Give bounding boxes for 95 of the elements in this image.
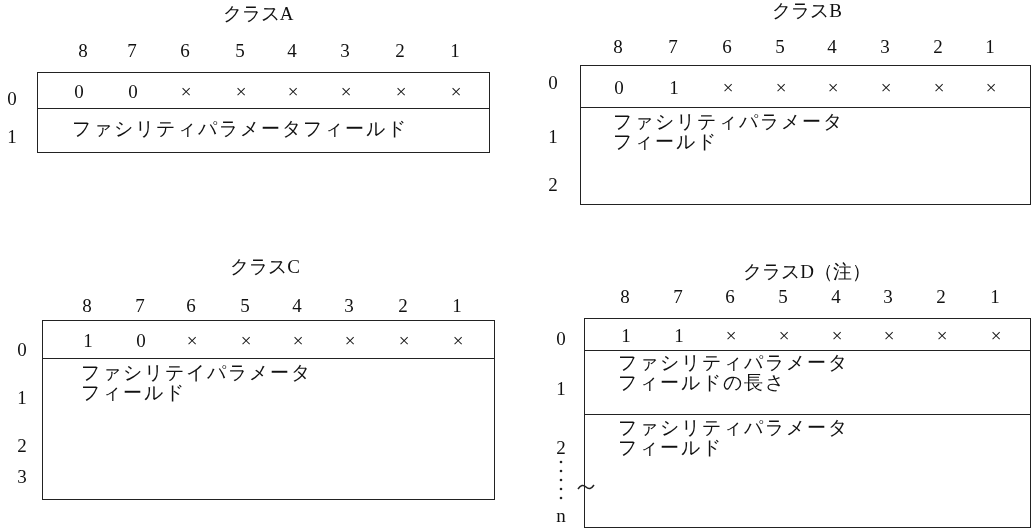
bit-value: 1 [621,325,631,344]
field-row [584,350,1031,415]
bit-value: × [880,77,892,96]
bit-value: 0 [128,81,138,100]
bit-number: 6 [722,36,732,56]
bit-value: × [235,81,247,100]
bit-value: × [240,330,252,349]
bit-number: 2 [936,286,946,306]
bit-number: 3 [880,36,890,56]
bit-number: 6 [180,40,190,60]
bit-value: × [287,81,299,100]
octet-row [37,72,490,109]
bit-number: 1 [452,295,462,315]
bit-value: × [936,325,948,344]
row-number: 1 [7,126,17,146]
bit-value: × [985,77,997,96]
bit-number: 4 [827,36,837,56]
bit-value: × [990,325,1002,344]
bit-number: 8 [613,36,623,56]
bit-value: × [340,81,352,100]
bit-number: 4 [831,286,841,306]
bit-number: 2 [395,40,405,60]
octet-row [580,65,1031,108]
field-name: ファシリティパラメータフィールド [72,119,408,139]
bit-value: × [344,330,356,349]
bit-number: 1 [990,286,1000,306]
bit-number: 5 [235,40,245,60]
row-number: 1 [556,378,566,398]
row-number: 3 [17,466,27,486]
field-name: ファシリティパラメータフィールドの長さ [618,353,850,393]
bit-number: 4 [287,40,297,60]
table-title: クラスD（注） [743,262,871,281]
bit-number: 5 [778,286,788,306]
row-number: 2 [548,174,558,194]
bit-number: 7 [668,36,678,56]
bit-number: 6 [186,295,196,315]
table-title: クラスA [222,4,294,23]
octet-row [42,320,495,359]
bit-number: 2 [398,295,408,315]
bit-number: 4 [292,295,302,315]
bit-value: × [722,77,734,96]
bit-number: 2 [933,36,943,56]
bit-number: 3 [344,295,354,315]
field-row [584,414,1031,528]
bit-value: × [778,325,790,344]
bit-number: 5 [775,36,785,56]
bit-value: × [452,330,464,349]
bit-value: × [827,77,839,96]
bit-number: 7 [127,40,137,60]
bit-value: × [775,77,787,96]
bit-value: × [933,77,945,96]
row-number: 0 [556,328,566,348]
bit-value: × [186,330,198,349]
row-number: n [556,505,566,525]
bit-value: × [292,330,304,349]
row-number: 0 [17,339,27,359]
bit-number: 7 [673,286,683,306]
field-row [42,358,495,500]
bit-number: 7 [135,295,145,315]
bit-number: 3 [340,40,350,60]
bit-value: × [883,325,895,344]
bit-number: 1 [985,36,995,56]
bit-number: 8 [78,40,88,60]
bit-value: × [395,81,407,100]
octet-row [584,318,1031,351]
bit-value: 1 [674,325,684,344]
bit-value: 0 [136,330,146,349]
row-number: 0 [548,72,558,92]
bit-value: × [450,81,462,100]
bit-number: 8 [82,295,92,315]
bit-number: 8 [620,286,630,306]
bit-value: × [180,81,192,100]
bit-value: × [725,325,737,344]
bit-number: 1 [450,40,460,60]
bit-value: 0 [74,81,84,100]
bit-value: 0 [614,77,624,96]
bit-number: 5 [240,295,250,315]
table-title: クラスC [230,257,300,276]
bit-value: × [398,330,410,349]
field-name: ファシリティパラメータフィールド [613,112,845,152]
bit-value: × [831,325,843,344]
field-row [580,107,1031,205]
row-number: 1 [17,387,27,407]
row-number: 2 [556,437,566,457]
bit-number: 6 [725,286,735,306]
row-number: 2 [17,435,27,455]
row-number: 0 [7,88,17,108]
field-name: ファシリテイパラメータフィールド [81,363,313,403]
field-row [37,108,490,153]
row-number: 1 [548,126,558,146]
field-name: ファシリティパラメータフィールド [618,418,850,458]
bit-number: 3 [883,286,893,306]
table-title: クラスB [772,1,842,20]
bit-value: 1 [669,77,679,96]
bit-value: 1 [83,330,93,349]
